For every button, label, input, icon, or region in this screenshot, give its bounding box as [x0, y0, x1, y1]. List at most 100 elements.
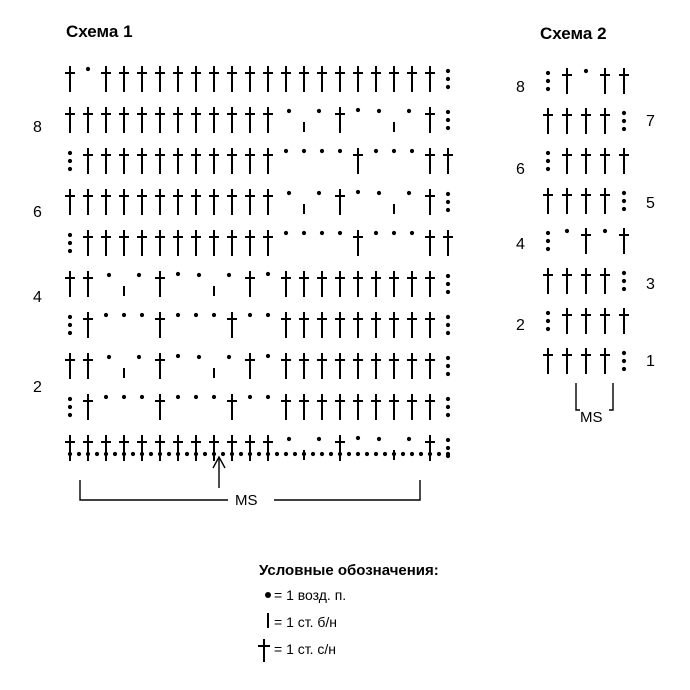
double-crochet-stitch [562, 268, 572, 294]
chain-stitch [391, 230, 397, 236]
double-crochet-stitch [173, 189, 183, 215]
chain-stitch [355, 451, 361, 457]
double-crochet-stitch [245, 107, 255, 133]
chain-stitch [445, 281, 451, 287]
chain-stitch [445, 68, 451, 74]
chain-stitch [226, 354, 232, 360]
double-crochet-stitch [353, 230, 363, 256]
chain-stitch [355, 107, 361, 113]
chain-stitch [445, 371, 451, 377]
double-crochet-stitch [317, 353, 327, 379]
scheme1-row-number-4: 4 [33, 289, 42, 306]
double-crochet-stitch [407, 66, 417, 92]
double-crochet-stitch [155, 148, 165, 174]
chain-stitch [193, 451, 199, 457]
double-crochet-stitch [155, 353, 165, 379]
chain-stitch [283, 148, 289, 154]
double-crochet-stitch [600, 148, 610, 174]
double-crochet-stitch [65, 189, 75, 215]
chain-stitch [583, 68, 589, 74]
double-crochet-stitch [227, 394, 237, 420]
double-crochet-stitch [281, 394, 291, 420]
chain-stitch [445, 330, 451, 336]
chain-stitch [621, 190, 627, 196]
double-crochet-stitch [65, 271, 75, 297]
chain-stitch [193, 312, 199, 318]
double-crochet-stitch [425, 271, 435, 297]
chain-stitch [445, 191, 451, 197]
double-crochet-stitch [137, 230, 147, 256]
chain-stitch [545, 86, 551, 92]
double-crochet-stitch [65, 66, 75, 92]
chain-stitch [265, 353, 271, 359]
double-crochet-stitch [353, 148, 363, 174]
chain-stitch [337, 230, 343, 236]
scheme2-row-number-5: 5 [646, 195, 655, 212]
double-crochet-stitch [227, 435, 237, 461]
scheme1-stitch-grid [65, 66, 453, 461]
chain-stitch [406, 436, 412, 442]
chain-stitch [545, 230, 551, 236]
double-crochet-stitch [353, 394, 363, 420]
double-crochet-stitch [83, 230, 93, 256]
scheme1-row-number-6: 6 [33, 204, 42, 221]
double-crochet-stitch [101, 435, 111, 461]
chain-stitch [67, 404, 73, 410]
double-crochet-stitch [371, 66, 381, 92]
chain-stitch [121, 451, 127, 457]
double-crochet-stitch [173, 107, 183, 133]
double-crochet-stitch [299, 66, 309, 92]
chain-stitch [445, 117, 451, 123]
double-crochet-stitch [263, 107, 273, 133]
chain-stitch [319, 451, 325, 457]
chain-stitch [67, 158, 73, 164]
double-crochet-stitch [335, 271, 345, 297]
chain-stitch [373, 451, 379, 457]
chain-stitch [545, 158, 551, 164]
double-crochet-stitch [137, 107, 147, 133]
chain-stitch [67, 451, 73, 457]
double-crochet-stitch [619, 68, 629, 94]
double-crochet-stitch [245, 271, 255, 297]
chain-stitch [376, 108, 382, 114]
chain-stitch [545, 326, 551, 332]
chain-stitch [121, 394, 127, 400]
double-crochet-stitch [83, 107, 93, 133]
double-crochet-stitch [425, 435, 435, 461]
double-crochet-stitch [581, 308, 591, 334]
double-crochet-stitch [335, 107, 345, 133]
double-crochet-stitch [281, 312, 291, 338]
chain-stitch [319, 230, 325, 236]
double-crochet-stitch [299, 312, 309, 338]
double-crochet-stitch [581, 108, 591, 134]
chain-stitch [621, 118, 627, 124]
double-crochet-stitch [353, 66, 363, 92]
chain-stitch [67, 150, 73, 156]
chain-stitch [148, 451, 154, 457]
chain-stitch [220, 451, 226, 457]
double-crochet-stitch [389, 271, 399, 297]
double-crochet-stitch [245, 230, 255, 256]
chain-stitch [337, 451, 343, 457]
chain-stitch [310, 451, 316, 457]
chain-stitch [67, 322, 73, 328]
chain-stitch [286, 190, 292, 196]
chain-stitch [175, 353, 181, 359]
double-crochet-stitch [227, 107, 237, 133]
double-crochet-stitch [600, 188, 610, 214]
double-crochet-stitch [543, 268, 553, 294]
chain-stitch [202, 451, 208, 457]
double-crochet-stitch [581, 348, 591, 374]
chain-stitch [67, 330, 73, 336]
scheme2-title: Схема 2 [540, 24, 607, 43]
double-crochet-stitch [101, 189, 111, 215]
double-crochet-stitch [119, 148, 129, 174]
chain-stitch [621, 358, 627, 364]
chain-stitch [445, 273, 451, 279]
chain-stitch [247, 394, 253, 400]
double-crochet-stitch [173, 230, 183, 256]
double-crochet-stitch [191, 189, 201, 215]
chain-stitch [406, 108, 412, 114]
legend-item-single-crochet: = 1 ст. б/н [274, 614, 337, 630]
double-crochet-stitch [245, 353, 255, 379]
